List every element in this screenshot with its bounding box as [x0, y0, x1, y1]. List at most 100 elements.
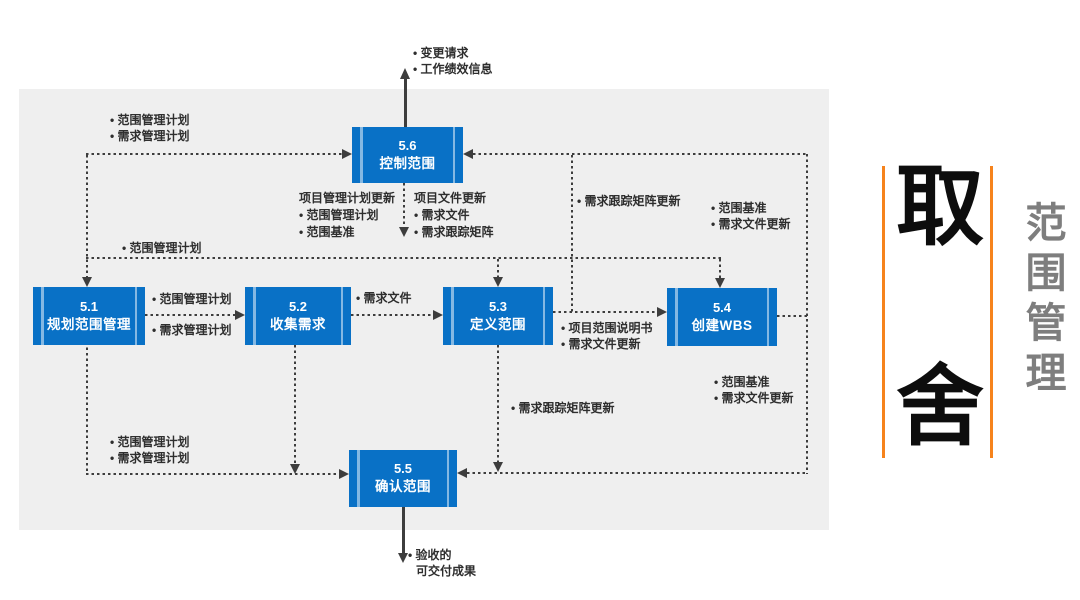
label-line: • 范围管理计划	[110, 113, 190, 127]
rail-right-vertical	[806, 154, 808, 474]
label-outputs-to-54: • 项目范围说明书 • 需求文件更新	[561, 320, 653, 352]
label-line: • 范围管理计划	[110, 435, 190, 449]
drop-52-to-55	[294, 345, 296, 464]
process-number: 5.1	[79, 298, 99, 314]
accent-rule-left	[882, 166, 885, 458]
process-number: 5.5	[393, 461, 413, 477]
box-stripe	[766, 288, 769, 346]
label-plans-to-56: • 范围管理计划 • 需求管理计划	[110, 112, 190, 144]
process-number: 5.6	[398, 137, 417, 153]
arrow-56-change-requests-line	[404, 79, 407, 127]
label-rtm-update-top: • 需求跟踪矩阵更新	[577, 193, 681, 209]
label-line: • 范围基准	[714, 375, 770, 389]
box-stripe	[253, 287, 256, 345]
arrow-55-deliverables-line	[402, 507, 405, 554]
label-line: • 需求文件	[356, 291, 412, 305]
label-baseline-to-55: • 范围基准 • 需求文件更新	[714, 374, 794, 406]
label-line: • 工作绩效信息	[413, 62, 493, 76]
arrowhead-55-down	[398, 553, 408, 563]
process-box-5-4: 5.4 创建WBS	[667, 288, 777, 346]
label-rtm-update-bottom: • 需求跟踪矩阵更新	[511, 400, 615, 416]
arrowhead-56-up	[400, 68, 410, 79]
arrowhead-into-56-left	[342, 149, 352, 159]
connector-52-to-53	[351, 314, 433, 316]
arrowhead-into-54-top	[715, 278, 725, 288]
box-stripe	[360, 127, 363, 183]
connector-54-to-right-rail	[777, 315, 807, 317]
box-stripe	[446, 450, 449, 507]
process-box-5-3: 5.3 定义范围	[443, 287, 553, 345]
label-line: • 需求文件更新	[711, 217, 791, 231]
label-line: • 范围管理计划	[152, 292, 232, 306]
label-line: • 范围基准	[299, 225, 355, 239]
process-box-5-5: 5.5 确认范围	[349, 450, 457, 507]
label-line: • 需求管理计划	[110, 129, 190, 143]
label-56-top-outputs: • 变更请求 • 工作绩效信息	[413, 45, 493, 77]
label-line: 项目管理计划更新	[299, 191, 396, 205]
arrowhead-53-drop	[493, 462, 503, 472]
box-stripe	[675, 288, 678, 346]
process-number: 5.3	[488, 298, 508, 314]
label-plans-to-52-top: • 范围管理计划	[152, 291, 232, 307]
label-line: • 需求跟踪矩阵更新	[511, 401, 615, 415]
label-line: • 需求管理计划	[110, 451, 190, 465]
label-line: 项目文件更新	[414, 191, 487, 205]
label-line: • 范围管理计划	[299, 208, 379, 222]
drop-into-53	[497, 259, 499, 277]
connector-51-plans-to-56	[86, 153, 342, 155]
label-line: 可交付成果	[416, 564, 477, 578]
label-baseline-to-56: • 范围基准 • 需求文件更新	[711, 200, 791, 232]
label-line: • 需求跟踪矩阵	[414, 225, 494, 239]
label-line: • 需求跟踪矩阵更新	[577, 194, 681, 208]
box-stripe	[357, 450, 360, 507]
rail-rtm-update-to-56	[571, 155, 573, 313]
box-stripe	[41, 287, 44, 345]
label-plans-to-55: • 范围管理计划 • 需求管理计划	[110, 434, 190, 466]
connector-53-to-54	[553, 311, 657, 313]
connector-scope-plan-to-53-54	[86, 257, 721, 259]
arrowhead-into-55-left	[339, 469, 349, 479]
arrowhead-52-drop	[290, 464, 300, 474]
box-stripe	[451, 287, 454, 345]
box-stripe	[340, 287, 343, 345]
arrowhead-into-51-top	[82, 277, 92, 287]
accent-rule-right	[990, 166, 993, 458]
label-line: • 变更请求	[413, 46, 469, 60]
box-stripe	[452, 127, 455, 183]
arrowhead-into-53	[433, 310, 443, 320]
arrowhead-into-56-right	[463, 149, 473, 159]
label-plans-to-52-bottom: • 需求管理计划	[152, 322, 232, 338]
label-line: • 需求文件更新	[714, 391, 794, 405]
arrowhead-into-55-right	[457, 468, 467, 478]
drop-56-outputs	[403, 183, 405, 227]
box-stripe	[542, 287, 545, 345]
label-line: • 项目范围说明书	[561, 321, 653, 335]
arrowhead-into-52	[235, 310, 245, 320]
label-line: • 范围管理计划	[122, 241, 202, 255]
drop-53-to-55	[497, 345, 499, 462]
label-project-doc-updates: 项目文件更新 • 需求文件 • 需求跟踪矩阵	[414, 190, 494, 241]
arrowhead-into-53-top	[493, 277, 503, 287]
label-line: • 验收的	[408, 548, 452, 562]
process-name: 收集需求	[270, 316, 326, 332]
process-name: 确认范围	[375, 479, 431, 495]
process-box-5-1: 5.1 规划范围管理	[33, 287, 145, 345]
vertical-title: 范围管理	[1019, 201, 1065, 401]
connector-51-to-52	[145, 314, 235, 316]
label-line: • 需求文件	[414, 208, 470, 222]
connector-left-rail-to-55	[86, 473, 339, 475]
label-scope-mgmt-plan: • 范围管理计划	[122, 240, 202, 256]
process-number: 5.4	[712, 299, 732, 315]
process-name: 定义范围	[470, 316, 526, 332]
box-stripe	[134, 287, 137, 345]
big-text-bottom: 舍	[895, 354, 984, 458]
arrowhead-into-54	[657, 307, 667, 317]
label-pm-plan-updates: 项目管理计划更新 • 范围管理计划 • 范围基准	[299, 190, 395, 241]
process-number: 5.2	[288, 298, 308, 314]
connector-right-rail-to-55	[467, 472, 807, 474]
process-box-5-6: 5.6 控制范围	[352, 127, 463, 183]
label-accepted-deliverables: • 验收的 可交付成果	[408, 547, 476, 579]
label-line: • 需求文件更新	[561, 337, 641, 351]
arrowhead-56-outputs-drop	[399, 227, 409, 237]
